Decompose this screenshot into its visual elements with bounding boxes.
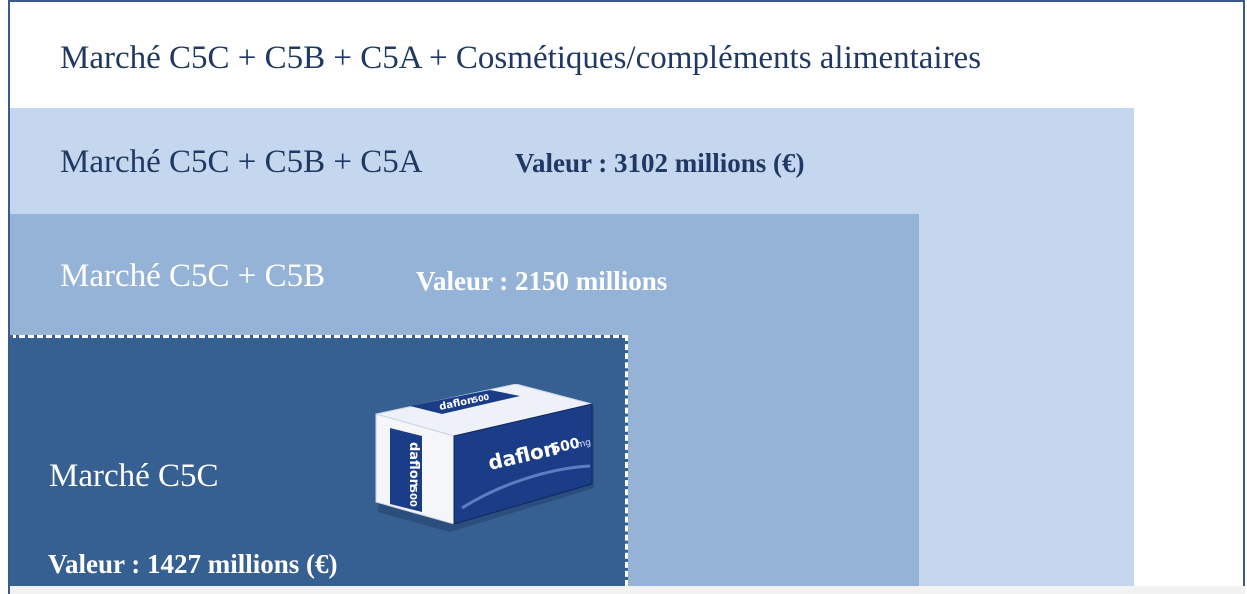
market-c5c-box: Marché C5C Valeur : 1427 millions (€) da… bbox=[10, 335, 628, 586]
market-c5c-value: Valeur : 1427 millions (€) bbox=[48, 549, 338, 579]
product-side-dose-label: 500 bbox=[407, 486, 418, 507]
market-c5c-c5b-value: Valeur : 2150 millions bbox=[416, 266, 668, 296]
product-dose-label: 500 bbox=[549, 435, 581, 457]
market-c5c-c5b-title: Marché C5C + C5B bbox=[60, 258, 326, 294]
product-unit-label: mg bbox=[576, 438, 592, 451]
market-c5c-c5b-c5a-title: Marché C5C + C5B + C5A bbox=[60, 144, 423, 180]
market-c5c-left-border bbox=[10, 335, 13, 586]
daflon-product-box-image: daflon 500 mg daflon 500 daflon 500 bbox=[375, 384, 594, 532]
market-c5c-title: Marché C5C bbox=[49, 458, 219, 494]
market-c5c-c5b-c5a-value: Valeur : 3102 millions (€) bbox=[515, 148, 805, 178]
product-side-brand-label: daflon bbox=[406, 442, 421, 488]
product-top-dose-label: 500 bbox=[472, 393, 491, 405]
market-all-title: Marché C5C + C5B + C5A + Cosmétiques/com… bbox=[60, 40, 982, 76]
bottom-strip bbox=[10, 586, 1245, 594]
